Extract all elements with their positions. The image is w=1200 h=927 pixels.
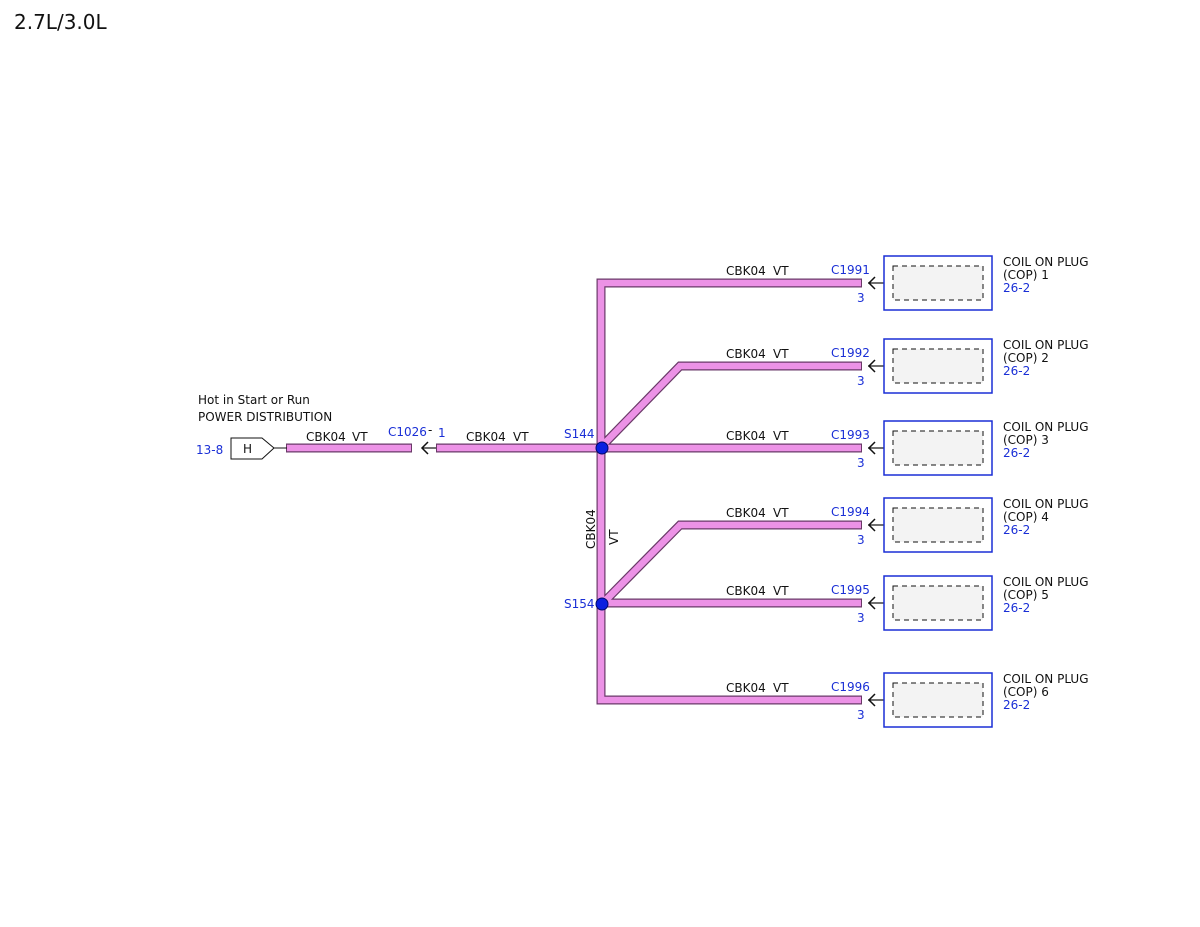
branch-connector-id[interactable]: C1992 <box>831 346 870 360</box>
source-connector-flag <box>230 437 275 460</box>
source-condition-label: Hot in Start or Run <box>198 393 310 407</box>
inline-connector-symbol <box>420 441 436 455</box>
component-name-label: COIL ON PLUG <box>1003 575 1089 589</box>
component-number-label: (COP) 5 <box>1003 588 1049 602</box>
component-number-label: (COP) 3 <box>1003 433 1049 447</box>
inline-connector-pin: 1 <box>438 426 446 440</box>
component-name-label: COIL ON PLUG <box>1003 672 1089 686</box>
component-number-label: (COP) 4 <box>1003 510 1049 524</box>
splice-bottom-dot <box>595 597 609 611</box>
branch-connector-id[interactable]: C1993 <box>831 428 870 442</box>
component-name-label: COIL ON PLUG <box>1003 420 1089 434</box>
branch-3: CBK04 VT C1993 3 COIL ON PLUG(COP) 326-2 <box>726 420 1089 476</box>
branch-connector-id[interactable]: C1996 <box>831 680 870 694</box>
splice-top-dot <box>595 441 609 455</box>
inline-connector-id[interactable]: C1026 <box>388 425 427 439</box>
component-name-label: COIL ON PLUG <box>1003 497 1089 511</box>
power-source: Hot in Start or Run POWER DISTRIBUTION 1… <box>196 393 332 460</box>
wire-harness <box>286 278 862 705</box>
branch-color-label: VT <box>773 681 789 695</box>
branch-2: CBK04 VT C1992 3 COIL ON PLUG(COP) 226-2 <box>726 338 1089 394</box>
component-ref-link[interactable]: 26-2 <box>1003 281 1030 295</box>
inline-connector-sep: - <box>428 423 432 437</box>
branch-circuit-label: CBK04 <box>726 681 766 695</box>
branch-pin-number: 3 <box>857 456 865 470</box>
branch-pin-number: 3 <box>857 708 865 722</box>
branch-5: CBK04 VT C1995 3 COIL ON PLUG(COP) 526-2 <box>726 575 1089 631</box>
component-ref-link[interactable]: 26-2 <box>1003 446 1030 460</box>
coil-on-plug-inner <box>892 585 984 621</box>
component-ref-link[interactable]: 26-2 <box>1003 523 1030 537</box>
branch-connector-id[interactable]: C1991 <box>831 263 870 277</box>
branch-circuit-label: CBK04 <box>726 584 766 598</box>
coil-on-plug-inner <box>892 430 984 466</box>
main-wire-left-circuit: CBK04 <box>306 430 346 444</box>
branch-circuit-label: CBK04 <box>726 264 766 278</box>
branch-circuit-label: CBK04 <box>726 347 766 361</box>
branch-6: CBK04 VT C1996 3 COIL ON PLUG(COP) 626-2 <box>726 672 1089 728</box>
component-ref-link[interactable]: 26-2 <box>1003 364 1030 378</box>
diagram-title: 2.7L/3.0L <box>14 10 107 34</box>
component-ref-link[interactable]: 26-2 <box>1003 698 1030 712</box>
branch-connector-id[interactable]: C1994 <box>831 505 870 519</box>
branch-pin-number: 3 <box>857 533 865 547</box>
component-number-label: (COP) 2 <box>1003 351 1049 365</box>
component-name-label: COIL ON PLUG <box>1003 255 1089 269</box>
branch-4: CBK04 VT C1994 3 COIL ON PLUG(COP) 426-2 <box>726 497 1089 553</box>
source-ref-link[interactable]: 13-8 <box>196 443 223 457</box>
vertical-wire-color: VT <box>607 529 621 545</box>
branch-color-label: VT <box>773 506 789 520</box>
branch-connector-id[interactable]: C1995 <box>831 583 870 597</box>
component-name-label: COIL ON PLUG <box>1003 338 1089 352</box>
branch-color-label: VT <box>773 584 789 598</box>
vertical-wire-circuit: CBK04 <box>584 509 598 549</box>
coil-on-plug-inner <box>892 348 984 384</box>
branch-1: CBK04 VT C1991 3 COIL ON PLUG(COP) 126-2 <box>726 255 1089 311</box>
coil-on-plug-inner <box>892 507 984 543</box>
splice-bottom-label: S154 <box>564 597 595 611</box>
branch-pin-number: 3 <box>857 291 865 305</box>
main-wire-left-color: VT <box>352 430 368 444</box>
splice-top-label: S144 <box>564 427 595 441</box>
coil-on-plug-inner <box>892 265 984 301</box>
component-ref-link[interactable]: 26-2 <box>1003 601 1030 615</box>
branch-circuit-label: CBK04 <box>726 506 766 520</box>
component-number-label: (COP) 1 <box>1003 268 1049 282</box>
branch-color-label: VT <box>773 264 789 278</box>
source-connector-letter: H <box>243 442 252 456</box>
coil-on-plug-inner <box>892 682 984 718</box>
branch-circuit-label: CBK04 <box>726 429 766 443</box>
main-wire-right-color: VT <box>513 430 529 444</box>
main-wire-right-circuit: CBK04 <box>466 430 506 444</box>
branch-pin-number: 3 <box>857 374 865 388</box>
branch-color-label: VT <box>773 347 789 361</box>
branch-color-label: VT <box>773 429 789 443</box>
branch-pin-number: 3 <box>857 611 865 625</box>
source-name-label: POWER DISTRIBUTION <box>198 410 332 424</box>
component-number-label: (COP) 6 <box>1003 685 1049 699</box>
